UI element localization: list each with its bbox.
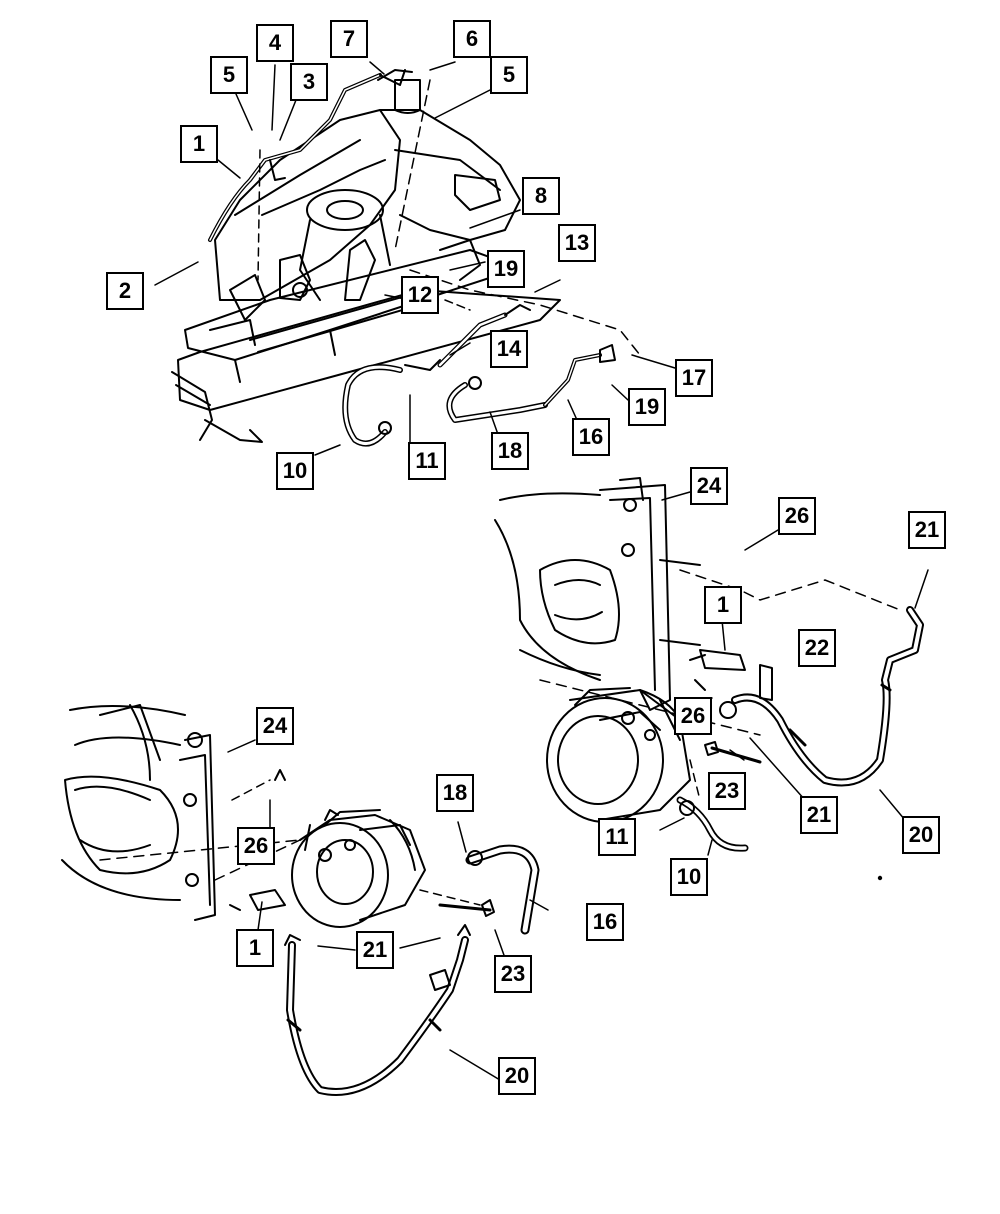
callout-8: 8 xyxy=(522,177,560,215)
callout-20-bottom: 20 xyxy=(498,1057,536,1095)
left-radiator-fan xyxy=(61,704,216,921)
callout-26-right-top: 26 xyxy=(778,497,816,535)
callout-7: 7 xyxy=(330,20,368,58)
top-leader-lines xyxy=(154,61,676,456)
left-compressor xyxy=(291,809,426,928)
left-ac-lines xyxy=(99,769,540,1096)
callout-2: 2 xyxy=(106,272,144,310)
callout-18-top: 18 xyxy=(491,432,529,470)
callout-21-bottom: 21 xyxy=(356,931,394,969)
left-leader-lines xyxy=(227,739,549,1081)
callout-13: 13 xyxy=(558,224,596,262)
callout-3: 3 xyxy=(290,63,328,101)
callout-17: 17 xyxy=(675,359,713,397)
callout-26-right-mid: 26 xyxy=(674,697,712,735)
callout-1-right: 1 xyxy=(704,586,742,624)
callout-23-right: 23 xyxy=(708,772,746,810)
callout-18-bottom: 18 xyxy=(436,774,474,812)
callout-26-left: 26 xyxy=(237,827,275,865)
right-ac-lines xyxy=(539,569,924,852)
callout-14: 14 xyxy=(490,330,528,368)
callout-16-bottom: 16 xyxy=(586,903,624,941)
callout-4: 4 xyxy=(256,24,294,62)
callout-12: 12 xyxy=(401,276,439,314)
callout-11-right: 11 xyxy=(598,818,636,856)
callout-24-left: 24 xyxy=(256,707,294,745)
callout-5-left: 5 xyxy=(210,56,248,94)
callout-22: 22 xyxy=(798,629,836,667)
right-radiator-fan xyxy=(494,477,701,711)
callout-10-top: 10 xyxy=(276,452,314,490)
callout-11-top: 11 xyxy=(408,442,446,480)
callout-20-right: 20 xyxy=(902,816,940,854)
callout-16-top: 16 xyxy=(572,418,610,456)
callout-24-right: 24 xyxy=(690,467,728,505)
right-page-mark xyxy=(877,875,883,881)
right-compressor xyxy=(546,687,691,823)
callout-6: 6 xyxy=(453,20,491,58)
callout-1-left: 1 xyxy=(236,929,274,967)
callout-21-right-top: 21 xyxy=(908,511,946,549)
callout-23-bottom: 23 xyxy=(494,955,532,993)
callout-5-right: 5 xyxy=(490,56,528,94)
callout-21-right-mid: 21 xyxy=(800,796,838,834)
callout-19-mid: 19 xyxy=(628,388,666,426)
callout-10-right: 10 xyxy=(670,858,708,896)
callout-19-top: 19 xyxy=(487,250,525,288)
callout-1-top: 1 xyxy=(180,125,218,163)
